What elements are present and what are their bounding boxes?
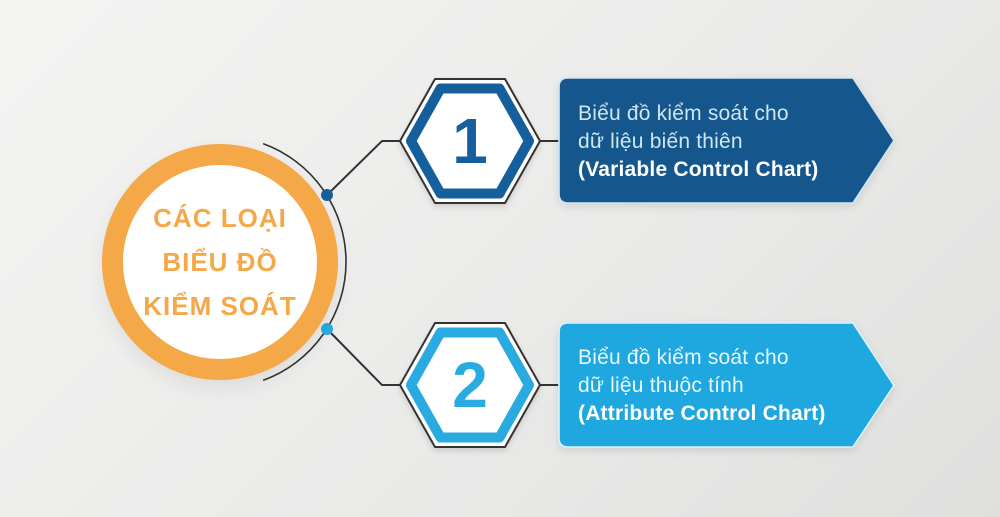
banner-variable-control-chart [558, 77, 895, 204]
banner-2-text: Biểu đồ kiểm soát cho dữ liệu thuộc tính… [578, 344, 878, 428]
banner-2-line-3: (Attribute Control Chart) [578, 402, 826, 425]
connector-line-top [326, 140, 400, 196]
hexagon-1-number: 1 [452, 105, 488, 177]
hub-title-line-2: BIỂU ĐỒ [162, 247, 278, 277]
banner-1-line-2: dữ liệu biến thiên [578, 130, 743, 153]
hexagon-2-ring [406, 327, 534, 443]
node-dot-1 [321, 189, 333, 201]
hub-circle: CÁC LOẠI BIỂU ĐỒ KIỂM SOÁT [102, 144, 338, 380]
banner-2-line-1: Biểu đồ kiểm soát cho [578, 346, 789, 369]
hub-title-line-3: KIỂM SOÁT [143, 291, 297, 321]
banner-1-text: Biểu đồ kiểm soát cho dữ liệu biến thiên… [578, 100, 878, 184]
connector-line-bottom [326, 328, 400, 386]
banner-1-line-3: (Variable Control Chart) [578, 158, 819, 181]
hexagon-2-number: 2 [452, 349, 488, 421]
hexagon-2 [399, 322, 541, 448]
banner-1-line-1: Biểu đồ kiểm soát cho [578, 102, 789, 125]
banner-2-line-2: dữ liệu thuộc tính [578, 374, 744, 397]
hexagon-1 [399, 78, 541, 204]
hub-arc [262, 142, 347, 382]
hexagon-1-ring [406, 83, 534, 199]
hub-title-line-1: CÁC LOẠI [153, 203, 287, 233]
node-dot-2 [321, 323, 333, 335]
banner-attribute-control-chart [558, 322, 895, 448]
